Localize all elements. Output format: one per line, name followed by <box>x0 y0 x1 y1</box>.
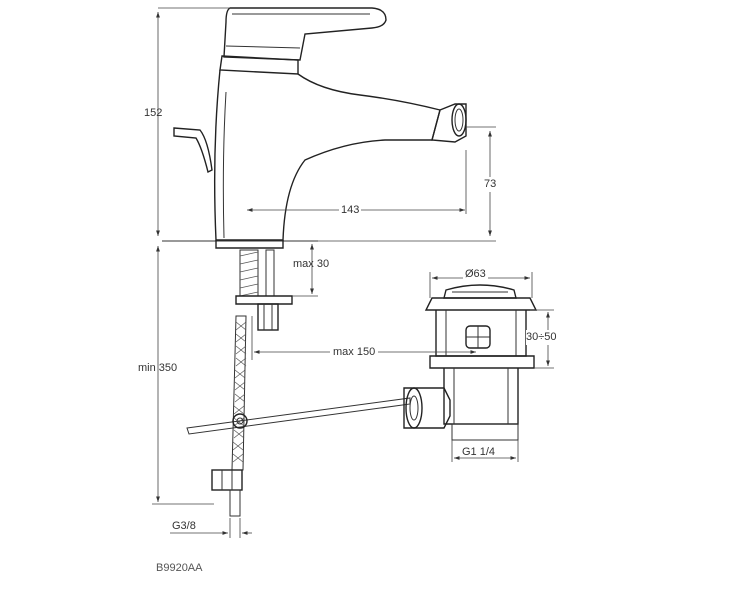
connecting-rod <box>186 397 411 435</box>
dim-label-hose-thread: G3/8 <box>172 520 196 532</box>
drawing-code: B9920AA <box>156 562 203 574</box>
flexible-hose <box>211 315 247 517</box>
dim-label-143: 143 <box>339 204 362 217</box>
popup-waste <box>403 284 538 441</box>
dim-label-drain-stroke: 30÷50 <box>526 330 557 345</box>
dim-label-max-30: max 30 <box>293 258 330 270</box>
faucet-body <box>173 7 467 241</box>
dim-label-drain-diameter: Ø63 <box>463 268 488 281</box>
dim-label-max-150: max 150 <box>330 346 379 359</box>
dim-label-73: 73 <box>484 177 497 192</box>
dim-label-min-350: min 350 <box>138 362 178 374</box>
dim-label-152: 152 <box>144 107 163 119</box>
dim-label-drain-thread: G1 1/4 <box>462 446 496 458</box>
deck-mounting <box>162 240 318 331</box>
dimension-lines <box>152 7 554 538</box>
